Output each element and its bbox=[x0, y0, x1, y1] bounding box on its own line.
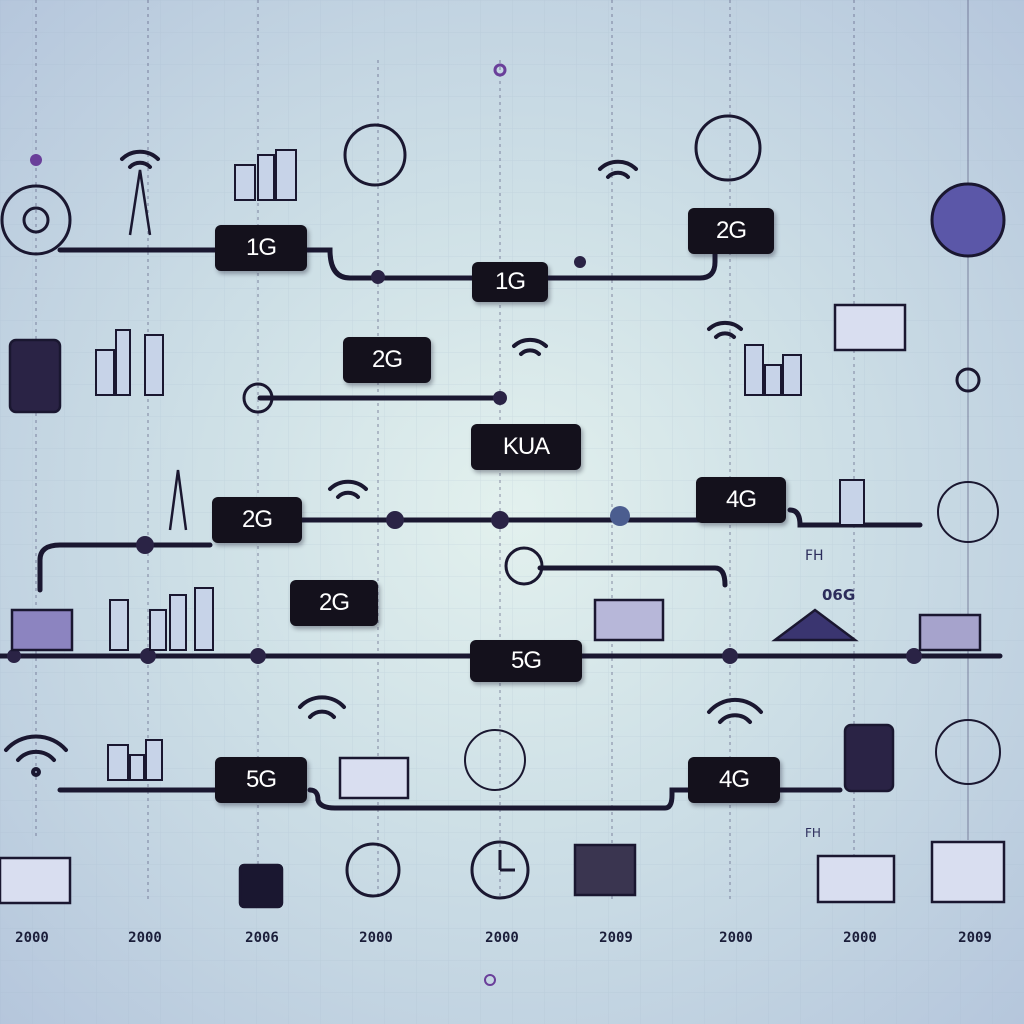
building-icon bbox=[593, 598, 665, 642]
year-label: 2000 bbox=[843, 930, 877, 946]
envelope-icon bbox=[833, 303, 907, 352]
year-label: 2000 bbox=[485, 930, 519, 946]
timeline-row-4 bbox=[537, 565, 728, 588]
tower-icon bbox=[168, 469, 188, 531]
clock-icon bbox=[470, 840, 530, 900]
tower-icon bbox=[128, 169, 152, 236]
monitor-icon bbox=[338, 756, 410, 800]
circle-icons bbox=[0, 114, 1001, 900]
badge-2g-c: 2G bbox=[212, 497, 302, 543]
mobile-hub-icon bbox=[930, 182, 1006, 258]
year-label: 2000 bbox=[128, 930, 162, 946]
badge-4g-a: 4G bbox=[696, 477, 786, 523]
year-label: 2009 bbox=[599, 930, 633, 946]
monitor-icon bbox=[816, 854, 896, 904]
phone-icon bbox=[843, 723, 895, 793]
crosshair-icon bbox=[935, 719, 1001, 785]
document-icon bbox=[930, 840, 1006, 904]
node-icon bbox=[955, 367, 981, 393]
badge-1g-b: 1G bbox=[472, 262, 548, 302]
badge-5g-a: 5G bbox=[470, 640, 582, 682]
network-graph-icon bbox=[464, 729, 526, 791]
year-label: 2000 bbox=[359, 930, 393, 946]
wifi-icons bbox=[4, 149, 763, 777]
phone-icon bbox=[8, 338, 62, 414]
year-label: 2000 bbox=[15, 930, 49, 946]
06g-label: 06G bbox=[822, 586, 856, 604]
device-icons bbox=[0, 169, 1006, 909]
globe-icon bbox=[343, 123, 407, 187]
badge-circle-icon bbox=[504, 546, 544, 586]
fh-label-2: FH bbox=[805, 826, 821, 840]
badge-2g-a: 2G bbox=[688, 208, 774, 254]
truck-icon bbox=[10, 608, 74, 652]
year-label: 2006 bbox=[245, 930, 279, 946]
mountain-icon bbox=[771, 608, 859, 642]
app-icon bbox=[238, 863, 284, 909]
badge-kua: KUA bbox=[471, 424, 581, 470]
gear-icon bbox=[694, 114, 762, 182]
badge-2g-d: 2G bbox=[290, 580, 378, 626]
monitor-icon bbox=[0, 856, 72, 905]
network-icon bbox=[345, 842, 401, 898]
year-label: 2009 bbox=[958, 930, 992, 946]
target-icon bbox=[0, 184, 72, 256]
city-icons bbox=[95, 149, 865, 781]
building-icon bbox=[918, 613, 982, 652]
fh-label: FH bbox=[805, 548, 824, 564]
target-icon bbox=[937, 481, 999, 543]
truck-icon bbox=[573, 843, 637, 897]
badge-1g-a: 1G bbox=[215, 225, 307, 271]
badge-2g-b: 2G bbox=[343, 337, 431, 383]
year-label: 2000 bbox=[719, 930, 753, 946]
badge-5g-b: 5G bbox=[215, 757, 307, 803]
badge-4g-b: 4G bbox=[688, 757, 780, 803]
timeline-nodes bbox=[7, 63, 922, 986]
timeline-row-6 bbox=[57, 787, 843, 811]
vertical-guides bbox=[35, 0, 969, 900]
